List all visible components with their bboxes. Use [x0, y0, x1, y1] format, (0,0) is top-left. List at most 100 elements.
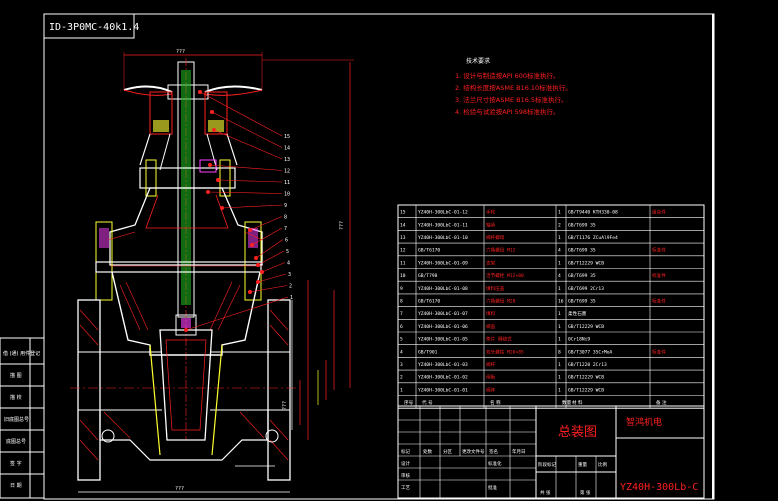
strip-label: 底图总号 [6, 438, 26, 445]
bom-cell: YZ40H-300LbC-01-02 [418, 375, 468, 381]
bom-cell: YZ40H-300LbC-01-03 [418, 362, 468, 368]
bom-cell: 8 [558, 349, 561, 355]
valve-body-upper [111, 271, 261, 356]
strip-label: 描 校 [10, 394, 22, 401]
balloon-leader [217, 179, 283, 183]
tb-label: 审核 [401, 472, 410, 479]
bom-cell: 标准件 [652, 298, 666, 305]
flange-left [77, 299, 101, 481]
yoke-nut-left [149, 91, 173, 135]
bom-cell: YZ40H-300LbC-01-07 [418, 311, 468, 317]
bom-cell: 12 [400, 248, 406, 254]
drawing-number: YZ40H-300Lb-C [620, 482, 698, 493]
tech-note-1: 1. 设计与制造按API 600标准执行。 [455, 71, 560, 80]
balloon-leader [249, 216, 283, 231]
bom-cell: GB/T699 35 [568, 222, 596, 228]
bom-cell: 标准件 [652, 272, 666, 279]
balloon-number: 5 [286, 249, 289, 255]
bom-cell: 4 [400, 349, 403, 355]
balloon-number: 15 [284, 134, 290, 140]
bom-cell: 6 [400, 324, 403, 330]
bom-cell: 闸板 [486, 374, 496, 381]
bom-cell: GB/T699 35 [568, 273, 596, 279]
bom-cell: 垫片 缠绕式 [486, 336, 512, 343]
bom-cell: YZ40H-300LbC-01-05 [418, 337, 468, 343]
leader-dot [206, 190, 210, 194]
yoke-nut-right [204, 91, 228, 135]
bom-cell: YZ40H-300LbC-01-09 [418, 260, 468, 266]
flange-right [267, 299, 291, 481]
tb-label: 签名 [489, 448, 498, 455]
bom-cell: 11 [400, 260, 406, 266]
strip-label: 描 图 [10, 372, 22, 379]
title-code: ID-3P0MC-40k1.4 [49, 22, 139, 33]
title-code-box: ID-3P0MC-40k1.4 [43, 13, 139, 39]
tech-notes: 技术要求 1. 设计与制造按API 600标准执行。 2. 结构长度按ASME … [455, 57, 572, 116]
leader-dot [216, 178, 220, 182]
bom-cell: GB/T699 35 [568, 299, 596, 305]
bom-cell: 15 [400, 210, 406, 216]
handwheel-rim [123, 85, 263, 93]
bom-cell: 4 [558, 248, 561, 254]
left-strip: 借 (通) 用件登记 描 图 描 校 旧底图总号 底图总号 签 字 日 期 [0, 337, 45, 499]
balloon-leader [257, 273, 287, 283]
body-section-hatch [107, 231, 263, 331]
tb-label: 阶段标记 [538, 461, 556, 468]
tb-label: 重量 [578, 461, 587, 468]
bom-cell: 阀杆 [486, 361, 496, 368]
balloon-number: 14 [284, 146, 290, 152]
gland-bolt-right [219, 159, 231, 197]
handwheel-spoke [123, 89, 263, 96]
tech-notes-title: 技术要求 [466, 57, 490, 65]
bom-cell: 柔性石墨 [568, 310, 587, 317]
bom-cell: 阀体 [486, 386, 496, 393]
bom-cell: 2 [400, 375, 403, 381]
leader-dot [210, 110, 214, 114]
bom-cell: 3 [400, 362, 403, 368]
bom-cell: 填料压盖 [486, 285, 505, 292]
bom-cell: 1 [558, 210, 561, 216]
bom-cell: 1 [558, 311, 561, 317]
bom-cell: 1 [558, 235, 561, 241]
bom-cell: 7 [400, 311, 403, 317]
tech-note-3: 3. 法兰尺寸按ASME B16.5标准执行。 [455, 95, 568, 104]
bom-cell: 支架 [486, 259, 496, 266]
tb-label: 标记 [401, 448, 410, 455]
balloon-number: 7 [284, 226, 287, 232]
stem-gate-connection [175, 314, 197, 336]
strip-label: 签 字 [10, 460, 22, 467]
balloon-number: 13 [284, 157, 290, 163]
balloon-leader [207, 191, 283, 194]
bom-cell: 5 [400, 337, 403, 343]
tb-label: 比例 [598, 461, 607, 468]
bom-cell: YZ40H-300LbC-01-10 [418, 235, 468, 241]
bom-cell: 六角螺母 M20 [486, 298, 516, 305]
balloon-leader [261, 262, 286, 273]
bom-cell: 13 [400, 235, 406, 241]
strip-label: 旧底图总号 [4, 416, 29, 423]
leader-dot [260, 270, 264, 274]
dim-height-text: ??? [339, 221, 345, 230]
leader-dot [212, 128, 216, 132]
balloon-number: 6 [285, 238, 288, 244]
leader-dot [248, 228, 252, 232]
bom-cell: YZ40H-300LbC-01-01 [418, 387, 468, 393]
bom-header-cell: 代 号 [422, 399, 433, 406]
balloon-leader [209, 164, 283, 171]
tb-label: 标准化 [488, 460, 502, 467]
bom-header-cell: 名 称 [490, 399, 501, 406]
dim-height-2-text: ??? [282, 401, 288, 410]
tb-label: 第 张 [580, 489, 591, 496]
tb-label: 分区 [443, 448, 452, 455]
bom-cell: 2 [558, 222, 561, 228]
dim-bottom-text: ??? [175, 486, 184, 492]
balloon-leader [249, 285, 288, 293]
bom-header-cell: 备 注 [656, 399, 667, 406]
bom-cell: 标准件 [652, 348, 666, 355]
balloon-number: 2 [289, 284, 292, 290]
valve-body-lower [99, 410, 269, 461]
bom-cell: 16 [558, 299, 564, 305]
bonnet [109, 187, 263, 266]
